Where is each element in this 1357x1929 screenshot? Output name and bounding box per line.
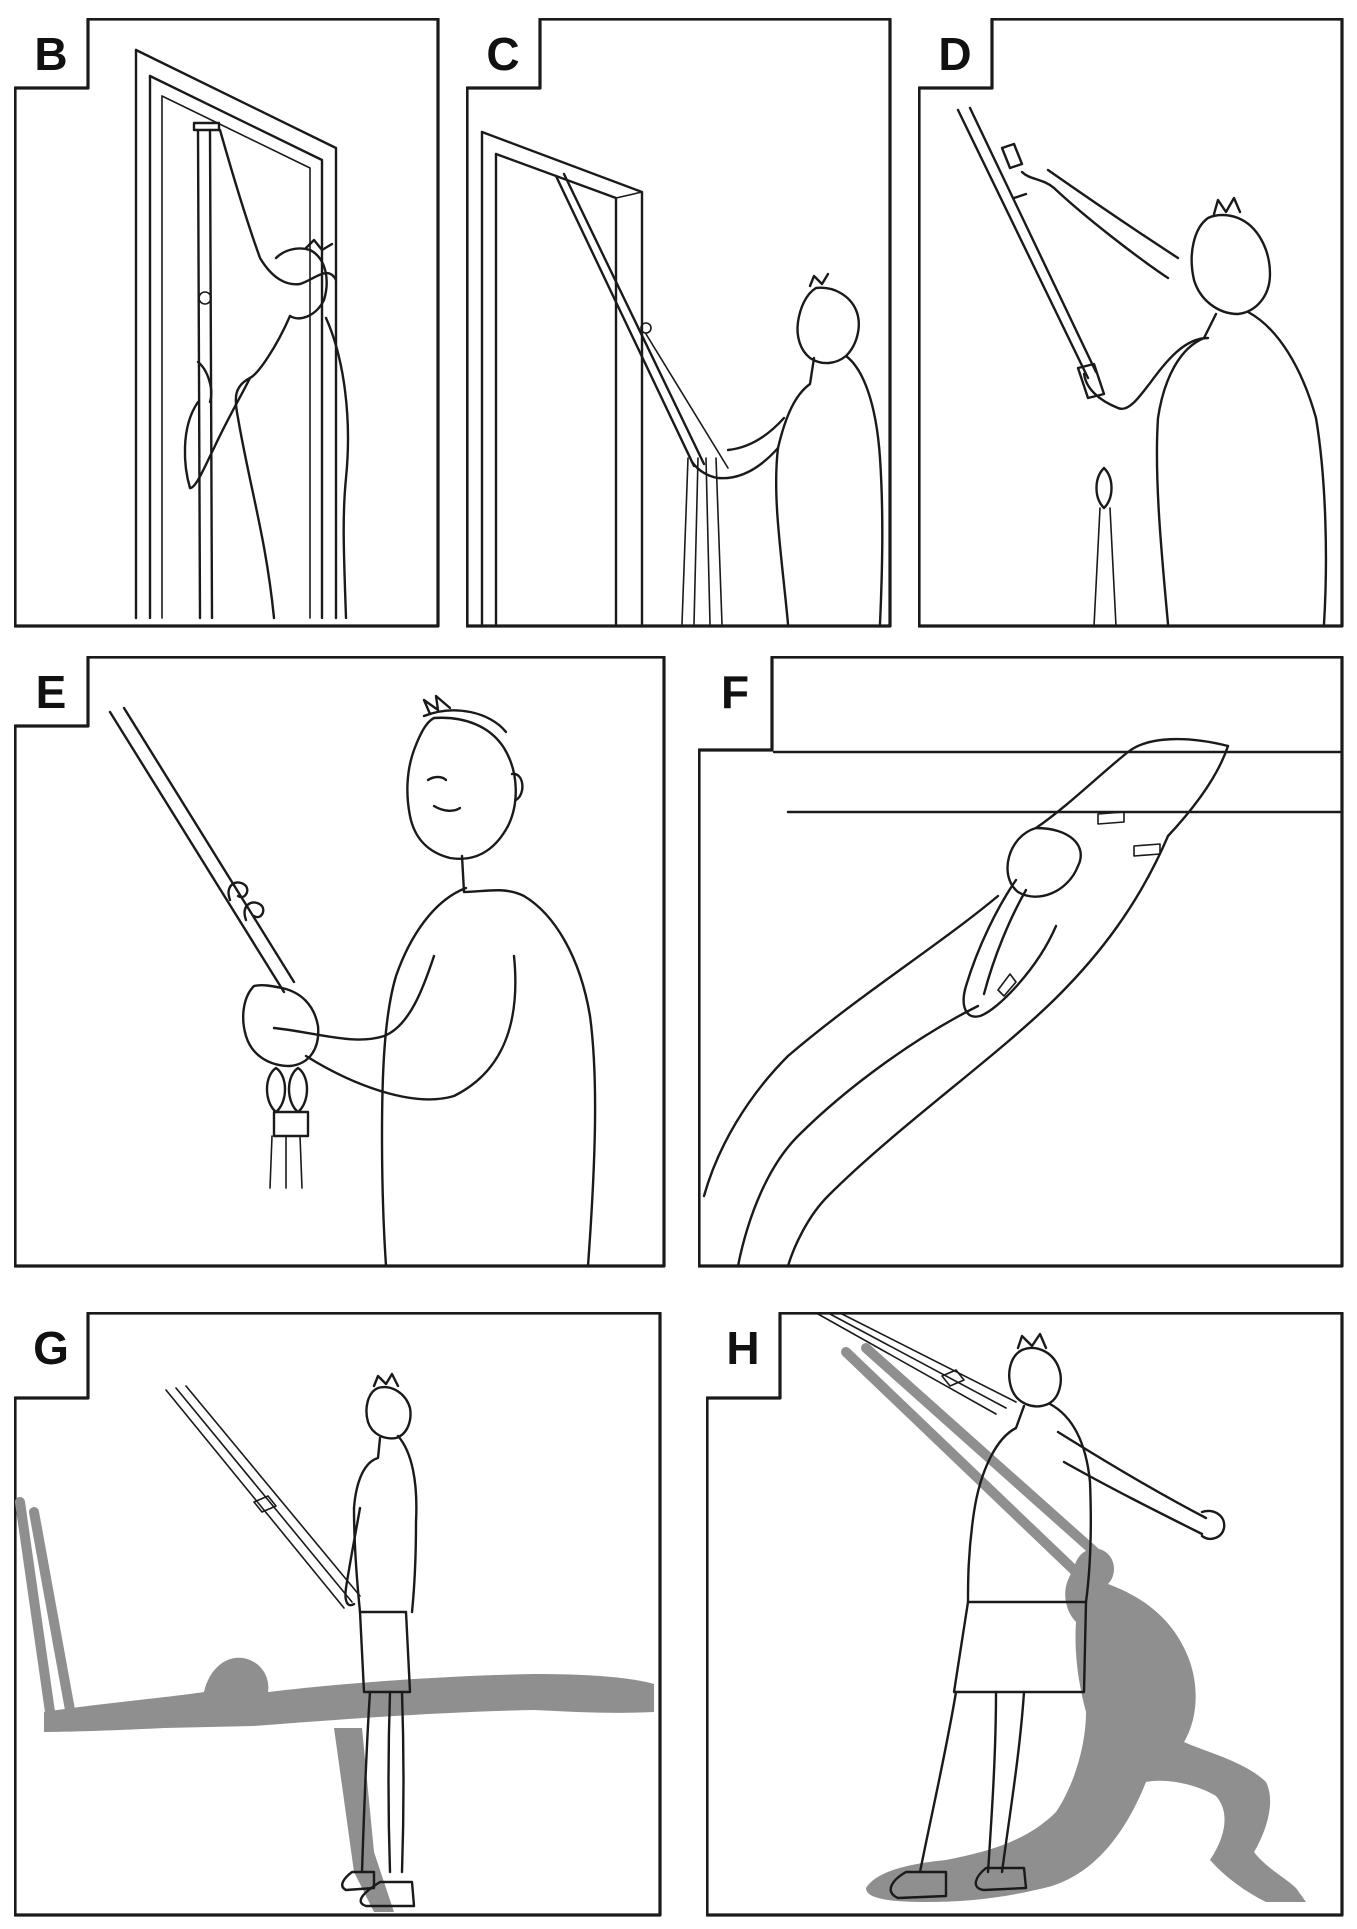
panel-b: B xyxy=(14,18,440,628)
panel-label: B xyxy=(34,28,68,80)
panel-h: H xyxy=(706,1312,1344,1917)
panel-e-illustration xyxy=(14,656,666,1268)
panel-d: D xyxy=(918,18,1344,628)
panel-g: G xyxy=(14,1312,662,1917)
panel-label: F xyxy=(720,666,750,718)
panel-b-illustration xyxy=(14,18,440,628)
panel-h-illustration xyxy=(706,1312,1344,1917)
panel-f: F xyxy=(698,656,1344,1268)
panel-label: C xyxy=(486,28,520,80)
panel-g-illustration xyxy=(14,1312,662,1917)
panel-label: H xyxy=(726,1322,760,1374)
panel-f-illustration xyxy=(698,656,1344,1268)
panel-label: D xyxy=(938,28,972,80)
panel-d-illustration xyxy=(918,18,1344,628)
panel-label: G xyxy=(33,1322,69,1374)
panel-c: C xyxy=(466,18,892,628)
panel-label: E xyxy=(35,666,67,718)
panel-c-illustration xyxy=(466,18,892,628)
panel-e: E xyxy=(14,656,666,1268)
